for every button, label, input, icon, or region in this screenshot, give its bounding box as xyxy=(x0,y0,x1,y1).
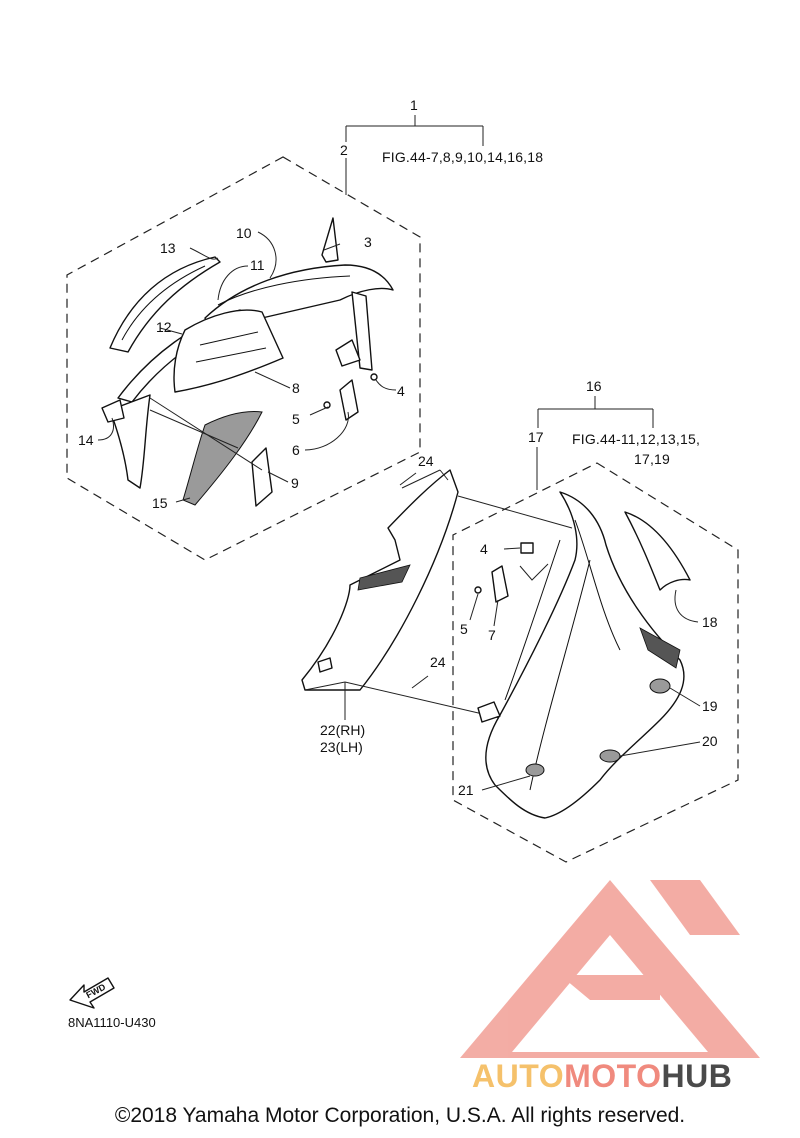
callout-12: 12 xyxy=(156,319,172,335)
callout-24b: 24 xyxy=(430,654,446,670)
side-panel-22-23 xyxy=(301,469,573,720)
ref-2: 2 xyxy=(340,142,348,158)
brand-part-auto: AUTO xyxy=(472,1058,565,1094)
callout-4b: 4 xyxy=(480,541,488,557)
callout-22: 22(RH) xyxy=(320,722,365,738)
callout-5b: 5 xyxy=(460,621,468,637)
callout-20: 20 xyxy=(702,733,718,749)
right-cowling-assembly xyxy=(469,491,701,819)
callout-11: 11 xyxy=(250,257,265,273)
diagram-code: 8NA1110-U430 xyxy=(68,1015,156,1030)
left-cowling-assembly xyxy=(97,217,397,507)
group-bracket-top xyxy=(345,115,484,195)
callout-23: 23(LH) xyxy=(320,739,363,755)
right-note-line2: 17,19 xyxy=(634,451,670,467)
right-assembly-boundary xyxy=(452,462,739,863)
callout-15: 15 xyxy=(152,495,168,511)
callout-18: 18 xyxy=(702,614,718,630)
copyright-notice: ©2018 Yamaha Motor Corporation, U.S.A. A… xyxy=(114,1104,686,1127)
callout-6: 6 xyxy=(292,442,300,458)
callout-9: 9 xyxy=(291,475,299,491)
brand-part-moto: MOTO xyxy=(564,1058,662,1094)
group-bracket-right xyxy=(536,396,654,490)
ref-16: 16 xyxy=(586,378,602,394)
brand-part-hub: HUB xyxy=(661,1058,733,1094)
callout-19: 19 xyxy=(702,698,718,714)
callout-24a: 24 xyxy=(418,453,434,469)
callout-8: 8 xyxy=(292,380,300,396)
watermark-logo-icon xyxy=(460,880,760,1058)
forward-arrow-icon: FWD xyxy=(69,977,115,1009)
left-assembly-boundary xyxy=(66,156,421,561)
callout-14: 14 xyxy=(78,432,94,448)
callout-4a: 4 xyxy=(397,383,405,399)
group-note: FIG.44-7,8,9,10,14,16,18 xyxy=(382,149,543,165)
callout-13: 13 xyxy=(160,240,176,256)
callout-21: 21 xyxy=(458,782,474,798)
callout-7: 7 xyxy=(488,627,496,643)
ref-1: 1 xyxy=(410,97,418,113)
right-note-line1: FIG.44-11,12,13,15, xyxy=(572,431,700,447)
watermark-brand: AUTOMOTOHUB xyxy=(472,1058,732,1095)
callout-5a: 5 xyxy=(292,411,300,427)
ref-17: 17 xyxy=(528,429,544,445)
callout-10: 10 xyxy=(236,225,252,241)
callout-3: 3 xyxy=(364,234,372,250)
